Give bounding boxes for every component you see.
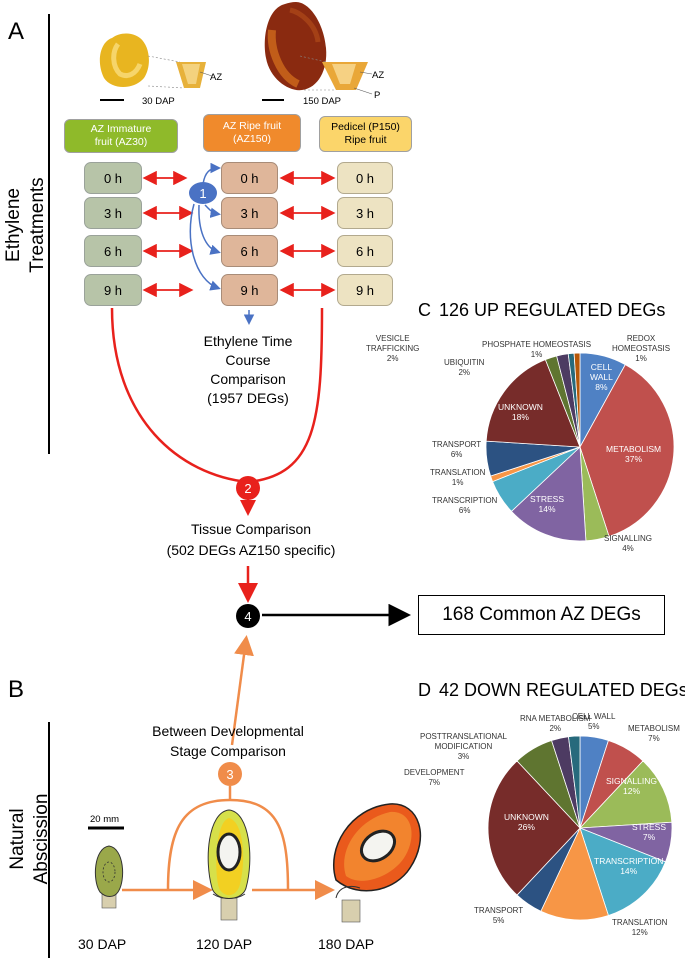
p150-box-9h: 9 h [337, 274, 393, 306]
panel-c-title-text: 126 UP REGULATED DEGs [439, 300, 666, 320]
az30-box-6h: 6 h [84, 235, 142, 267]
panel-b-letter: B [8, 676, 25, 703]
pie-c-slice-metabolism [579, 364, 675, 537]
stage-label-180: 180 DAP [318, 936, 375, 952]
pedicel-label: P [374, 90, 381, 101]
p150-box-3h: 3 h [337, 197, 393, 229]
header-az30: AZ Immature fruit (AZ30) [64, 119, 178, 153]
photo-30-label: 30 DAP [142, 96, 175, 107]
immature-fruit-photo [99, 33, 213, 101]
pie-c-slice-redox-homeostasis [573, 352, 581, 448]
panel-d-title: D 42 DOWN REGULATED DEGs [418, 680, 685, 701]
developmental-comparison-text: Between Developmental Stage Comparison [152, 723, 304, 759]
az150-box-3h: 3 h [221, 197, 278, 229]
pie-c-slice-unknown [485, 359, 581, 448]
az-label-150: AZ [372, 70, 385, 81]
panel-b-divider [48, 722, 50, 958]
pie-d-slice-signalling [579, 760, 673, 829]
ripe-fruit-photo [262, 2, 373, 101]
az-label-30: AZ [210, 72, 223, 83]
header-az150: AZ Ripe fruit (AZ150) [203, 114, 301, 152]
p150-box-0h: 0 h [337, 162, 393, 194]
step-4-marker: 4 [236, 604, 260, 628]
p150-box-6h: 6 h [337, 235, 393, 267]
az150-box-0h: 0 h [221, 162, 278, 194]
panel-a-letter: A [8, 18, 25, 45]
az150-box-9h: 9 h [221, 274, 278, 306]
step-3-marker: 3 [218, 762, 242, 786]
stage-120-drawing [207, 809, 251, 921]
stage-180-drawing [333, 803, 422, 923]
common-az-box: 168 Common AZ DEGs [418, 595, 665, 635]
ethylene-comparison-text: Ethylene Time Course Comparison (1957 DE… [203, 333, 293, 406]
az30-box-9h: 9 h [84, 274, 142, 306]
pie-d-slice-translation [540, 826, 609, 921]
panel-c-letter: C [418, 300, 431, 320]
panel-d-letter: D [418, 680, 431, 700]
scale-20mm-label: 20 mm [90, 814, 120, 825]
step-1-marker: 1 [189, 182, 217, 204]
az30-box-0h: 0 h [84, 162, 142, 194]
az150-box-6h: 6 h [221, 235, 278, 267]
panel-d-title-text: 42 DOWN REGULATED DEGs [439, 680, 685, 700]
stage-label-30: 30 DAP [78, 936, 127, 952]
step-2-marker: 2 [236, 476, 260, 500]
panel-c-title: C 126 UP REGULATED DEGs [418, 300, 665, 321]
photo-150-label: 150 DAP [303, 96, 342, 107]
header-p150: Pedicel (P150) Ripe fruit [319, 116, 412, 152]
stage-label-120: 120 DAP [196, 936, 253, 952]
az30-box-3h: 3 h [84, 197, 142, 229]
panel-a-divider [48, 14, 50, 454]
stage-30-drawing [88, 826, 124, 909]
tissue-comparison-text: Tissue Comparison (502 DEGs AZ150 specif… [166, 521, 336, 558]
pie-d-slice-rna-metabolism [568, 735, 581, 829]
pie-d-slice-unknown [487, 760, 581, 896]
pie-c-slice-stress [510, 446, 587, 542]
